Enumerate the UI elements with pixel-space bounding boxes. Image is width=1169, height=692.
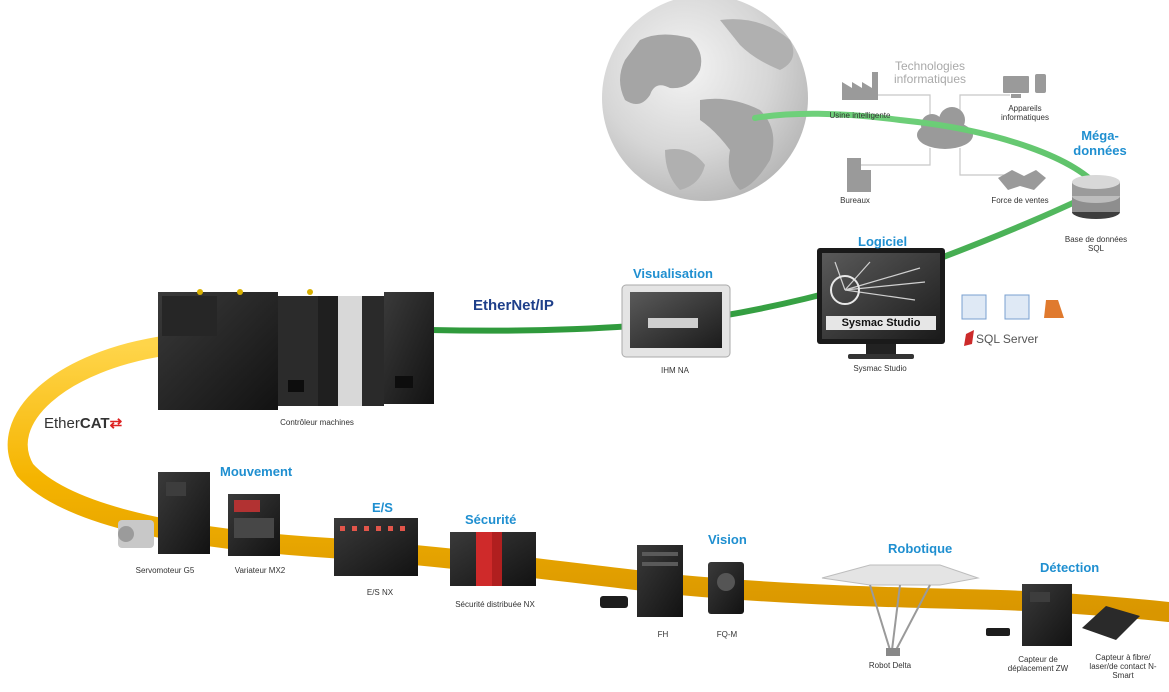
software-title: Logiciel	[858, 234, 908, 249]
zw-label: Capteur de déplacement ZW	[1007, 655, 1069, 674]
delta-robot-icon	[821, 564, 980, 656]
it-network-lines	[860, 94, 1010, 176]
safety-label: Sécurité distribuée NX	[455, 600, 535, 609]
sales-label: Force de ventes	[991, 196, 1049, 205]
devices-label: Appareils informatiques	[1000, 104, 1050, 123]
it-technologies-title: Technologies informatiques	[893, 59, 967, 87]
factory-label: Usine intelligente	[829, 111, 891, 120]
database-icon	[1072, 175, 1120, 219]
motion-title: Mouvement	[220, 464, 293, 479]
io-title: E/S	[372, 500, 393, 515]
safety-module-icon	[450, 532, 536, 586]
io-module-icon	[334, 518, 418, 576]
globe-icon	[602, 0, 808, 201]
vision-title: Vision	[708, 532, 747, 547]
sysmac-monitor-icon	[817, 248, 945, 359]
factory-icon	[842, 72, 878, 100]
sysmac-screen-title: Sysmac Studio	[841, 317, 921, 329]
safety-title: Sécurité	[465, 512, 517, 527]
ethercat-arrows-icon: ⇄	[109, 415, 123, 432]
drive-icon	[228, 494, 280, 556]
fiber-sensor-icon	[1082, 606, 1140, 640]
visualisation-title: Visualisation	[633, 266, 713, 281]
io-label: E/S NX	[366, 588, 394, 597]
offices-label: Bureaux	[840, 196, 870, 205]
nsmart-label: Capteur à fibre/ laser/de contact N-Smar…	[1089, 653, 1157, 681]
software-logos	[961, 294, 1064, 346]
servo-icon	[118, 472, 210, 554]
database-label: Base de données SQL	[1064, 235, 1128, 254]
ethercat-prefix: Ether	[44, 415, 80, 432]
ethercat-suffix: CAT	[79, 415, 110, 432]
vision-controller-icon	[600, 545, 683, 617]
drive-label: Variateur MX2	[234, 566, 286, 575]
controller-icon	[158, 289, 434, 410]
robot-label: Robot Delta	[868, 661, 912, 670]
computer-icon	[1003, 74, 1046, 98]
handshake-icon	[998, 170, 1046, 190]
ethercat-logo: EtherCAT⇄	[44, 414, 122, 432]
sensing-title: Détection	[1040, 560, 1100, 575]
sql-server-logo: SQL Server	[976, 332, 1039, 346]
big-data-title: Méga-données	[1073, 128, 1127, 158]
ethernet-ip-logo: EtherNet/IP	[473, 297, 554, 314]
fh-label: FH	[657, 630, 669, 639]
sysmac-label: Sysmac Studio	[853, 364, 907, 373]
servo-label: Servomoteur G5	[135, 566, 195, 575]
office-building-icon	[847, 158, 871, 192]
controller-label: Contrôleur machines	[280, 418, 354, 427]
hmi-panel-icon	[621, 284, 731, 358]
hmi-label: IHM NA	[661, 366, 689, 375]
displacement-sensor-icon	[986, 584, 1072, 646]
fqm-label: FQ-M	[716, 630, 738, 639]
robotics-title: Robotique	[888, 541, 953, 556]
camera-icon	[708, 562, 744, 614]
